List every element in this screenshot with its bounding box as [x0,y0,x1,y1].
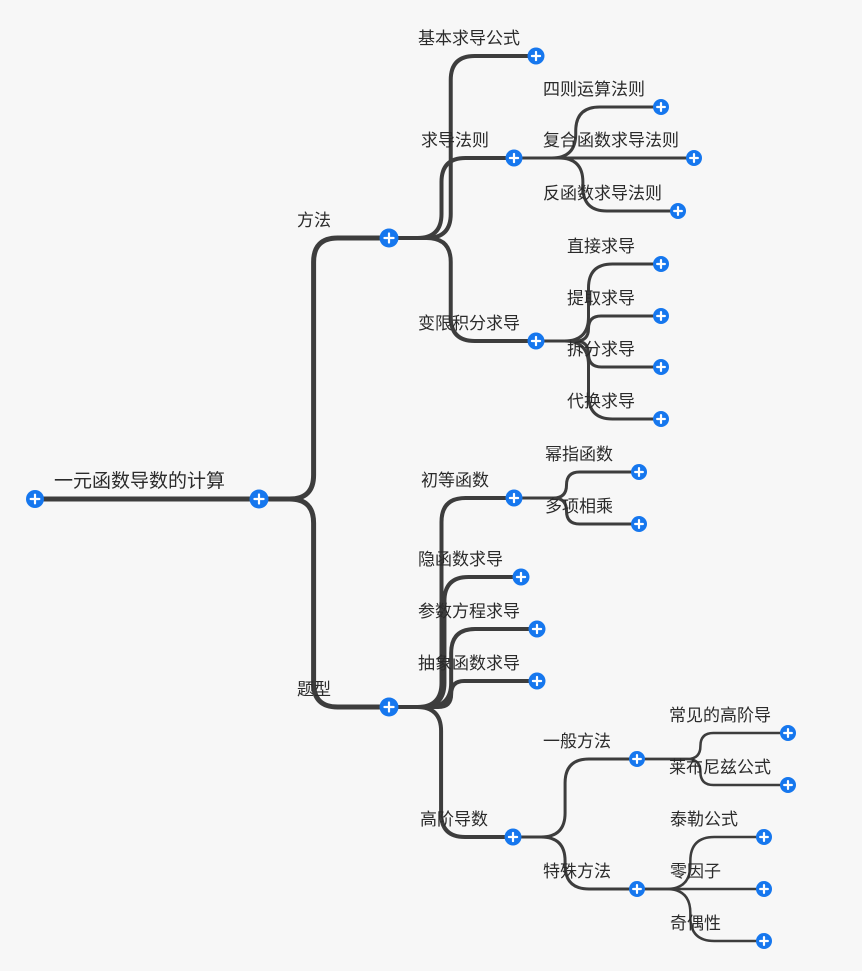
plus-icon-jiouxing[interactable] [756,933,772,949]
branch-gaojie-daoshu-to-yiban-fangfa [511,757,639,839]
node-label-daihuan-qiudao: 代换求导 [567,392,635,411]
node-label-tixing: 题型 [297,680,331,699]
plus-icon-root-left[interactable] [26,490,44,508]
nodes-layer [26,47,796,949]
node-label-chudeng-hanshu: 初等函数 [421,471,489,490]
branch-root-to-fangfa [256,235,392,502]
plus-icon-mizhi-hanshu[interactable] [631,464,647,480]
edges-layer [32,54,790,943]
plus-icon-chaifen-qiudao[interactable] [653,359,669,375]
node-label-jiouxing: 奇偶性 [670,914,721,933]
plus-icon-laibunici-gongshi[interactable] [780,777,796,793]
node-label-chaifen-qiudao: 拆分求导 [567,340,635,359]
plus-icon-yiban-fangfa[interactable] [629,751,645,767]
plus-icon-chouxiang-hanshu-qiudao[interactable] [528,672,546,690]
branch-tixing-to-gaojie-daoshu [387,705,515,839]
branch-yiban-fangfa-to-changjian-de-gaojiedao [635,731,790,761]
plus-icon-fanhanshu-qiudao-faze[interactable] [670,203,686,219]
plus-icon-root[interactable] [249,489,269,509]
plus-icon-tixing[interactable] [379,697,399,717]
branch-bianxian-jifen-qiudao-to-chaifen-qiudao [534,339,663,369]
plus-icon-daihuan-qiudao[interactable] [653,411,669,427]
node-label-fuhe-hanshu-qiudao-faze: 复合函数求导法则 [543,131,679,150]
node-label-laibunici-gongshi: 莱布尼兹公式 [669,758,771,777]
branch-qiudao-faze-to-fanhanshu-qiudao-faze [512,156,680,213]
node-label-lingyinzi: 零因子 [670,862,721,881]
node-label-qiudao-faze: 求导法则 [421,131,489,150]
branch-chudeng-hanshu-to-mizhi-hanshu [512,470,641,500]
node-label-size-yunsuan-faze: 四则运算法则 [543,80,645,99]
branch-teshu-fangfa-to-taile-gongshi [635,835,766,891]
plus-icon-fuhe-hanshu-qiudao-faze[interactable] [686,150,702,166]
node-label-root: 一元函数导数的计算 [54,470,225,492]
plus-icon-tiqu-qiudao[interactable] [653,308,669,324]
branch-yiban-fangfa-to-laibunici-gongshi [635,757,790,787]
node-label-fanhanshu-qiudao-faze: 反函数求导法则 [543,184,662,203]
plus-icon-lingyinzi[interactable] [756,881,772,897]
node-label-zhijie-qiudao: 直接求导 [567,237,635,256]
plus-icon-duoxiang-xiangcheng[interactable] [631,516,647,532]
plus-icon-qiudao-faze[interactable] [505,149,523,167]
branch-chudeng-hanshu-to-duoxiang-xiangcheng [512,496,641,526]
node-label-canshu-fangcheng-qiudao: 参数方程求导 [418,602,520,621]
node-label-chouxiang-hanshu-qiudao: 抽象函数求导 [418,654,520,673]
plus-icon-jiben-qiudao-gongshi[interactable] [527,47,545,65]
branch-bianxian-jifen-qiudao-to-tiqu-qiudao [534,314,663,343]
node-label-duoxiang-xiangcheng: 多项相乘 [545,497,613,516]
branch-fangfa-to-jiben-qiudao-gongshi [387,54,538,240]
node-label-teshu-fangfa: 特殊方法 [543,862,611,881]
plus-icon-canshu-fangcheng-qiudao[interactable] [528,620,546,638]
branch-fangfa-to-bianxian-jifen-qiudao [387,236,538,343]
plus-icon-bianxian-jifen-qiudao[interactable] [527,332,545,350]
node-label-fangfa: 方法 [297,211,331,230]
node-label-yiban-fangfa: 一般方法 [543,732,611,751]
node-label-bianxian-jifen-qiudao: 变限积分求导 [418,314,520,333]
node-label-yinhanshu-qiudao: 隐函数求导 [418,550,503,569]
plus-icon-yinhanshu-qiudao[interactable] [512,568,530,586]
plus-icon-zhijie-qiudao[interactable] [653,256,669,272]
branch-root-to-tixing [256,496,392,710]
node-label-mizhi-hanshu: 幂指函数 [545,445,613,464]
node-label-changjian-de-gaojiedao: 常见的高阶导 [669,706,771,725]
plus-icon-size-yunsuan-faze[interactable] [653,99,669,115]
plus-icon-taile-gongshi[interactable] [756,829,772,845]
plus-icon-chudeng-hanshu[interactable] [505,489,523,507]
plus-icon-gaojie-daoshu[interactable] [504,828,522,846]
branch-bianxian-jifen-qiudao-to-daihuan-qiudao [534,339,663,421]
node-label-taile-gongshi: 泰勒公式 [670,810,738,829]
node-label-tiqu-qiudao: 提取求导 [567,289,635,308]
branch-gaojie-daoshu-to-teshu-fangfa [511,835,639,891]
node-label-gaojie-daoshu: 高阶导数 [420,810,488,829]
branch-tixing-to-chouxiang-hanshu-qiudao [387,679,539,709]
branch-teshu-fangfa-to-jiouxing [635,887,766,943]
plus-icon-fangfa[interactable] [379,228,399,248]
plus-icon-teshu-fangfa[interactable] [629,881,645,897]
plus-icon-changjian-de-gaojiedao[interactable] [780,725,796,741]
node-label-jiben-qiudao-gongshi: 基本求导公式 [418,29,520,48]
